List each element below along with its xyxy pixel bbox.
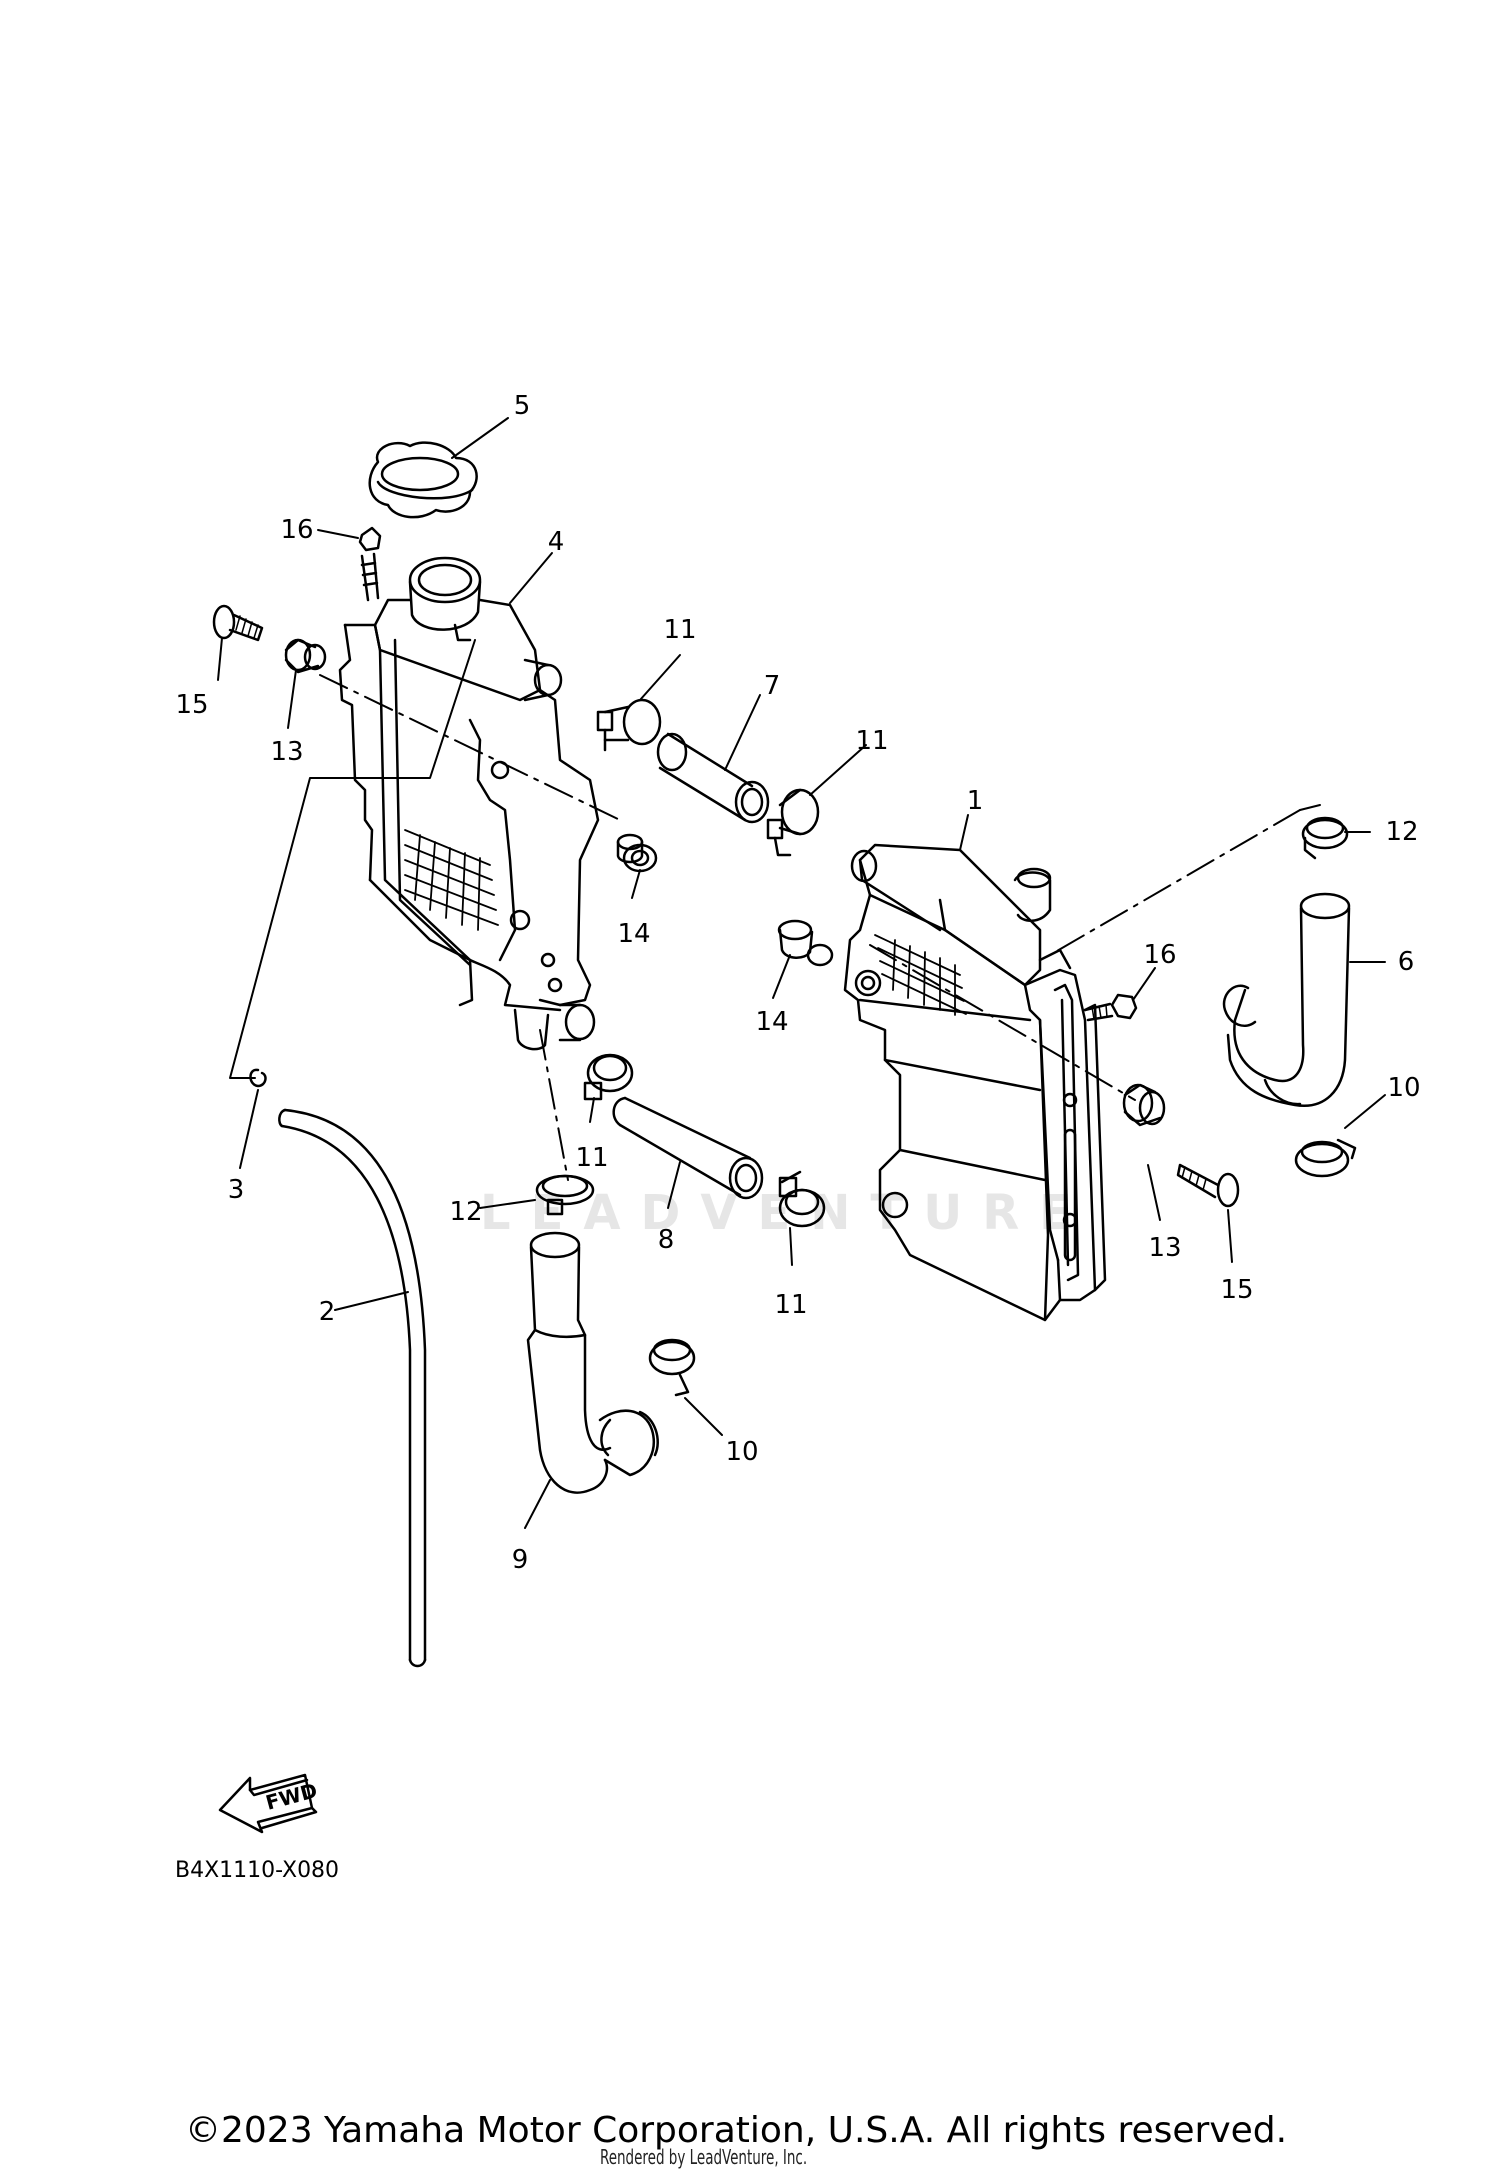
- alignment-lines: [319, 674, 1321, 1181]
- hose-clamp-part-10-left: [648, 1338, 696, 1397]
- callout-2: 2: [318, 1297, 336, 1327]
- callout-13: 13: [1148, 1233, 1182, 1263]
- callout-15: 15: [175, 690, 209, 720]
- callout-16: 16: [280, 515, 314, 545]
- bolt-part-15-right: [1176, 1163, 1240, 1208]
- callout-8: 8: [657, 1225, 675, 1255]
- hose-clamp-part-11-b: [766, 788, 820, 857]
- bolt-part-15-left: [212, 604, 264, 642]
- collar-part-14-left: [616, 833, 658, 873]
- grommet-part-13-right: [1122, 1083, 1166, 1127]
- callout-15: 15: [1220, 1275, 1254, 1305]
- callout-11: 11: [575, 1143, 609, 1173]
- hose-clamp-part-11-c: [583, 1053, 634, 1101]
- callout-16: 16: [1143, 940, 1177, 970]
- diagram-code: B4X1110-X080: [175, 1858, 340, 1883]
- callout-13: 13: [270, 737, 304, 767]
- rendered-by-notice: Rendered by LeadVenture, Inc.: [600, 2145, 808, 2169]
- hose-clamp-part-12-left: [535, 1174, 595, 1216]
- leader-lines: [217, 417, 1386, 1529]
- callout-14: 14: [617, 919, 651, 949]
- callout-4: 4: [547, 527, 565, 557]
- hose-part-8: [612, 1096, 764, 1200]
- callout-5: 5: [513, 391, 531, 421]
- bolt-part-16-left: [358, 526, 382, 602]
- hose-part-9: [526, 1231, 659, 1494]
- fwd-arrow-icon: FWD: [218, 1773, 320, 1834]
- callout-11: 11: [663, 615, 697, 645]
- hose-part-7: [656, 732, 770, 824]
- collar-part-14-right: [777, 919, 834, 967]
- left-radiator-part-4: [338, 556, 600, 1051]
- hose-clamp-part-10-right: [1294, 1138, 1357, 1178]
- grommet-part-13-left: [284, 638, 327, 674]
- callout-14: 14: [755, 1007, 789, 1037]
- bolt-part-16-right: [1083, 993, 1138, 1022]
- callout-1: 1: [966, 786, 984, 816]
- radiator-cap-part-5: [368, 441, 478, 519]
- callout-11: 11: [774, 1290, 808, 1320]
- callout-6: 6: [1397, 947, 1415, 977]
- callout-7: 7: [763, 671, 781, 701]
- callout-12: 12: [1385, 817, 1419, 847]
- leader-part-3: [229, 639, 476, 1079]
- callout-3: 3: [227, 1175, 245, 1205]
- hose-clamp-part-11-a: [596, 698, 662, 752]
- callout-11: 11: [855, 726, 889, 756]
- breather-tube-part-2: [278, 1108, 427, 1668]
- callout-10: 10: [1387, 1073, 1421, 1103]
- clip-part-3: [249, 1068, 267, 1088]
- callout-10: 10: [725, 1437, 759, 1467]
- callout-12: 12: [449, 1197, 483, 1227]
- right-radiator-part-1: [843, 843, 1107, 1322]
- hose-clamp-part-11-d: [778, 1170, 826, 1228]
- copyright-notice: ©2023 Yamaha Motor Corporation, U.S.A. A…: [185, 2110, 1288, 2151]
- hose-part-6: [1222, 892, 1351, 1108]
- callout-9: 9: [511, 1545, 529, 1575]
- hose-clamp-part-12-right: [1301, 816, 1349, 860]
